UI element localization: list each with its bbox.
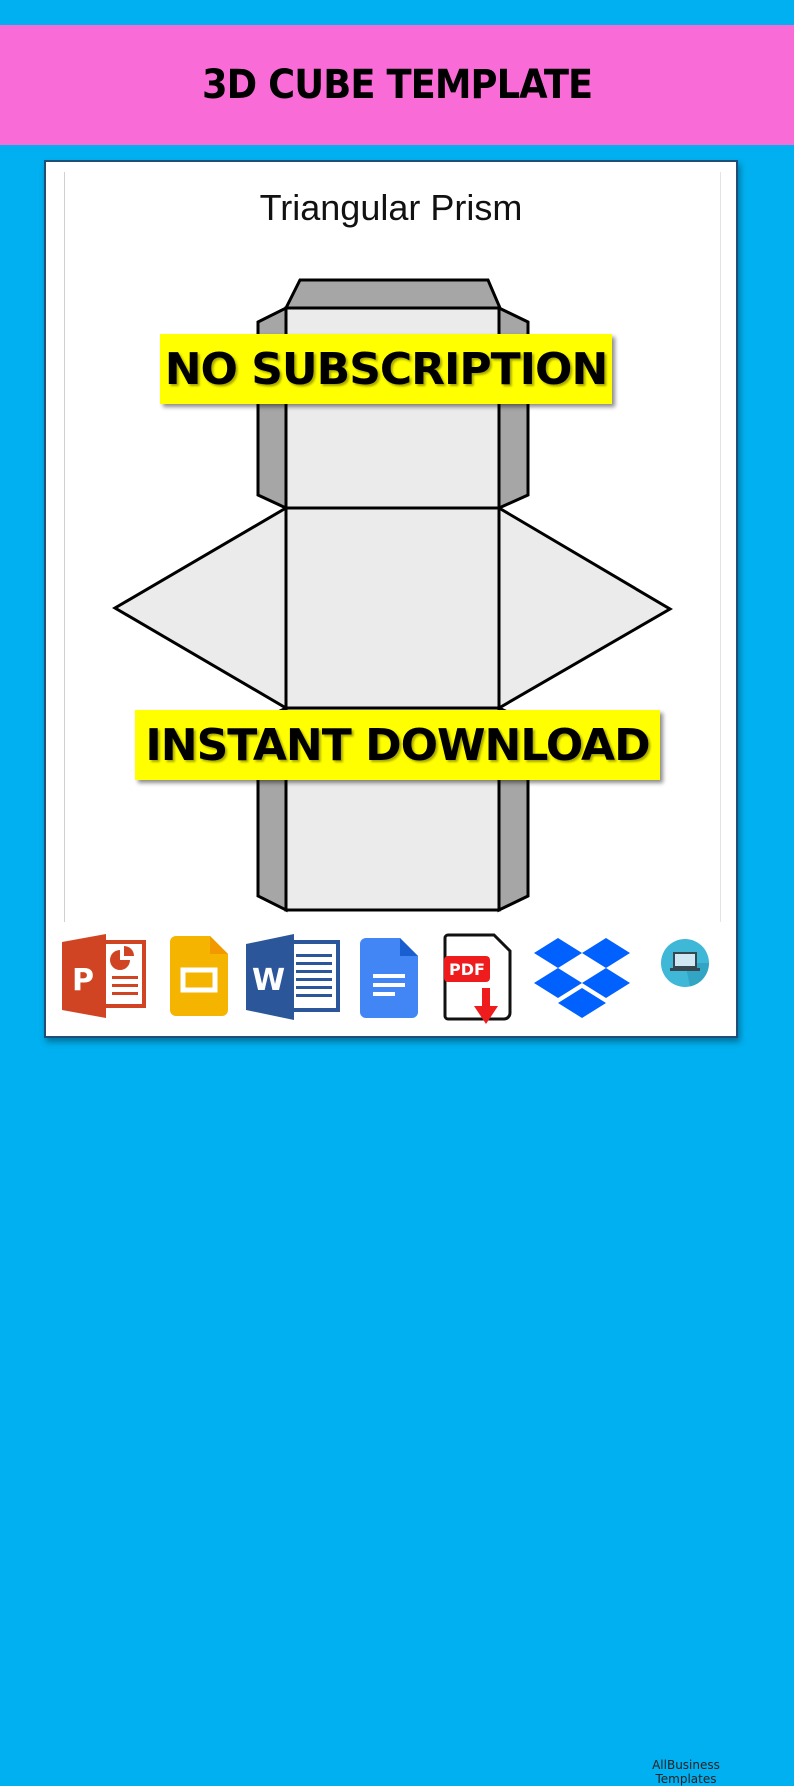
logo-label-line2: Templates [655,1772,717,1786]
allbusiness-templates-logo[interactable] [658,938,712,988]
header-banner: 3D CUBE TEMPLATE [0,25,794,145]
triangular-prism-net [112,278,673,913]
middle-rectangle-face [284,506,501,710]
format-icons-row: P W [46,932,736,1786]
google-slides-icon[interactable] [170,936,228,1016]
template-preview-card: Triangular Prism NO SUBSCRIPTION INSTANT… [44,160,738,1786]
svg-text:PDF: PDF [449,960,485,979]
allbusiness-templates-label: AllBusiness Templates [646,1758,726,1786]
dropbox-icon[interactable] [534,938,630,1022]
svg-text:W: W [252,963,285,998]
google-docs-icon[interactable] [360,938,418,1018]
svg-text:P: P [72,963,94,998]
no-subscription-badge: NO SUBSCRIPTION [160,334,612,404]
page-title: 3D CUBE TEMPLATE [201,62,593,108]
instant-download-badge: INSTANT DOWNLOAD [135,710,660,780]
right-triangle-face [497,505,673,711]
left-triangle-face [112,505,288,711]
pdf-download-icon[interactable]: PDF [442,932,514,1026]
top-glue-tab [283,278,503,310]
powerpoint-icon[interactable]: P [62,932,148,1020]
word-icon[interactable]: W [246,934,342,1020]
sheet-title: Triangular Prism [259,187,523,228]
inner-border-right [720,172,721,922]
logo-label-line1: AllBusiness [652,1758,720,1772]
inner-border-left [64,172,65,922]
